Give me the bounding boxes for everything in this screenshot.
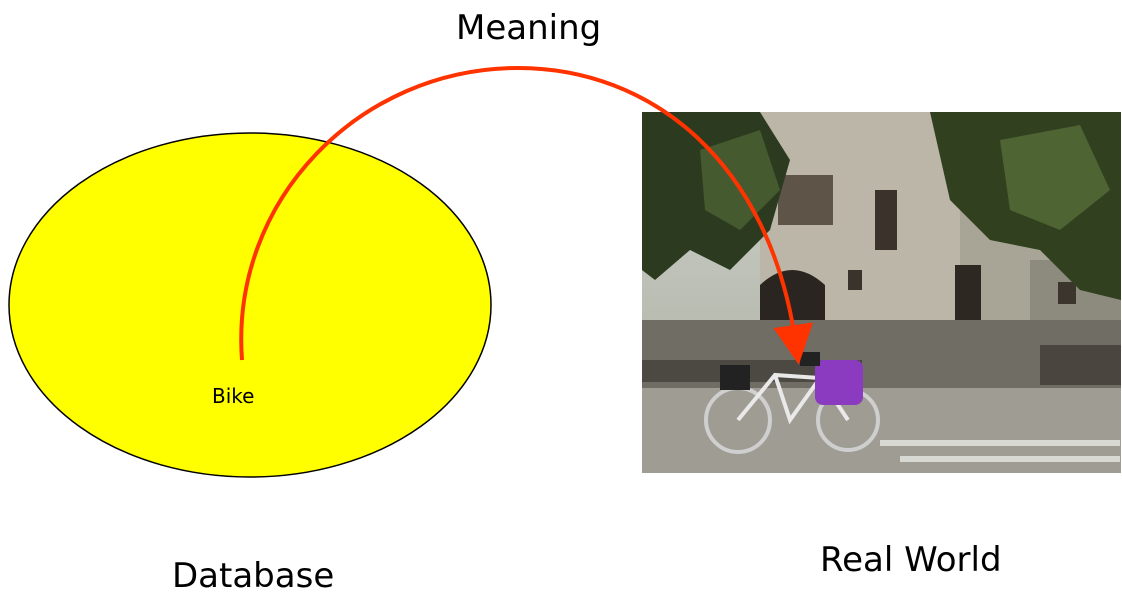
real-world-photo [642, 112, 1121, 473]
bike-label: Bike [212, 384, 255, 408]
real-world-label: Real World [820, 540, 1002, 580]
meaning-arrow [239, 65, 814, 365]
database-ellipse [8, 132, 492, 478]
meaning-label: Meaning [456, 8, 602, 48]
database-label: Database [172, 556, 335, 596]
bicycle-figure [704, 352, 880, 454]
